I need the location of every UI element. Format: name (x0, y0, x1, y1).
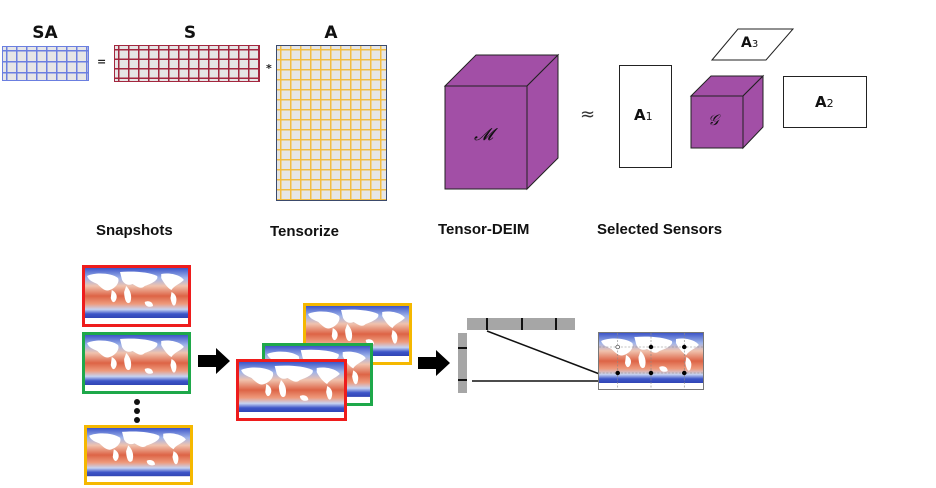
approx-sign: ≈ (580, 104, 596, 125)
factor-a1-label: A1 (634, 106, 653, 124)
row-index-bar (458, 333, 467, 393)
equals-sign: = (97, 55, 107, 68)
factor-a3-base: A (741, 35, 752, 51)
snapshot-map-2 (82, 332, 191, 394)
stage-label-selected-sensors: Selected Sensors (597, 221, 723, 238)
factor-a3-box (710, 28, 795, 61)
factor-a2-base: A (815, 93, 827, 111)
factor-a2-label: A2 (815, 93, 834, 111)
factor-a1-box (619, 65, 672, 168)
a-label: A (324, 23, 338, 43)
selected-sensors-map (598, 332, 704, 390)
core-small-symbol: 𝒢 (708, 111, 719, 129)
snapshot-map-1 (82, 265, 191, 327)
ellipsis-dots-icon (134, 399, 140, 423)
selected-sensor (648, 370, 654, 376)
core-small-cube (689, 74, 765, 150)
core-tensor-symbol: 𝓜 (474, 125, 494, 145)
cube-front-face (444, 85, 528, 190)
selected-sensor (648, 344, 654, 350)
stage-label-snapshots: Snapshots (96, 222, 173, 239)
core-tensor-cube (443, 53, 560, 191)
tensor-slice-1 (236, 359, 347, 421)
factor-a2-sub: 2 (826, 97, 834, 110)
right-arrow-icon-2 (418, 350, 450, 376)
a-matrix (276, 45, 387, 201)
column-link-line (486, 330, 611, 379)
selected-sensor (681, 370, 687, 376)
selected-sensor (681, 344, 687, 350)
factor-a1-base: A (634, 106, 646, 124)
small-cube-front-face (690, 95, 744, 149)
multiply-sign: * (266, 62, 272, 75)
factor-a3-label: A3 (741, 35, 758, 51)
sa-matrix (2, 46, 89, 81)
factor-a2-box (783, 76, 867, 128)
sa-label: SA (32, 23, 58, 43)
snapshot-map-n (84, 425, 193, 485)
factor-a3-sub: 3 (751, 39, 759, 50)
stage-label-tensor-deim: Tensor-DEIM (438, 221, 530, 238)
s-matrix (114, 45, 260, 82)
factor-a1-sub: 1 (645, 110, 653, 123)
right-arrow-icon (198, 348, 230, 374)
selected-sensor (615, 370, 621, 376)
unselected-sensor (615, 344, 620, 350)
stage-label-tensorize: Tensorize (270, 223, 339, 240)
tucker-diagram (443, 28, 867, 191)
s-label: S (183, 23, 197, 43)
